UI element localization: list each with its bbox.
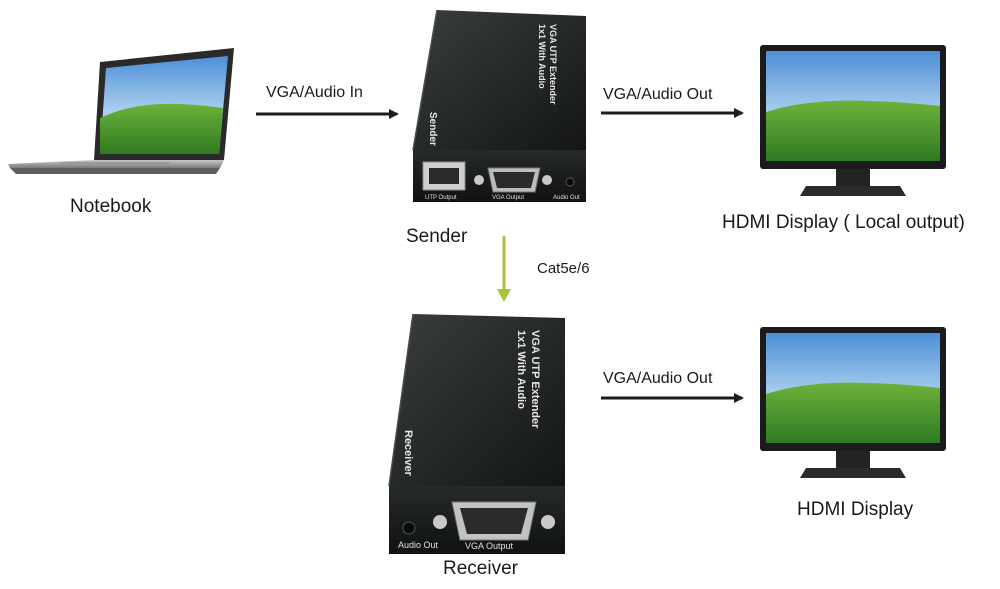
sender-side-label: Sender: [427, 112, 438, 146]
vga-out-receiver-label: VGA/Audio Out: [603, 370, 713, 387]
receiver-audio-jack: [402, 521, 416, 535]
receiver-side-label: Receiver: [402, 430, 414, 477]
vga-port: [474, 167, 552, 193]
sender-box-icon: VGA UTP Extender 1x1 With Audio Sender U…: [412, 9, 586, 202]
receiver-title-line1: VGA UTP Extender: [529, 330, 541, 429]
sender-caption: Sender: [406, 226, 468, 247]
monitor-icon: [760, 45, 946, 196]
sender-title-line2: 1x1 With Audio: [537, 24, 547, 89]
remote-display-caption: HDMI Display: [797, 499, 914, 520]
laptop-icon: [8, 48, 234, 174]
vga-out-sender-label: VGA/Audio Out: [603, 86, 713, 103]
receiver-port-audio-label: Audio Out: [398, 540, 439, 550]
sender-port-vga-label: VGA Output: [492, 195, 524, 201]
receiver-title-line2: 1x1 With Audio: [515, 330, 527, 409]
sender-port-audio-label: Audio Out: [553, 195, 580, 201]
sender-port-utp-label: UTP Output: [425, 195, 457, 201]
receiver-caption: Receiver: [443, 558, 518, 579]
local-display-caption: HDMI Display ( Local output): [722, 212, 965, 233]
receiver-box-icon: VGA UTP Extender 1x1 With Audio Receiver…: [388, 313, 565, 554]
cable-label: Cat5e/6: [537, 260, 590, 277]
receiver-port-vga-label: VGA Output: [465, 541, 514, 551]
receiver-vga-port: [433, 501, 555, 541]
monitor-icon: [760, 327, 946, 478]
notebook-caption: Notebook: [70, 196, 152, 217]
audio-jack: [565, 177, 575, 187]
sender-title-line1: VGA UTP Extender: [548, 24, 558, 105]
vga-in-label: VGA/Audio In: [266, 84, 363, 101]
cable-arrow: [497, 236, 511, 302]
